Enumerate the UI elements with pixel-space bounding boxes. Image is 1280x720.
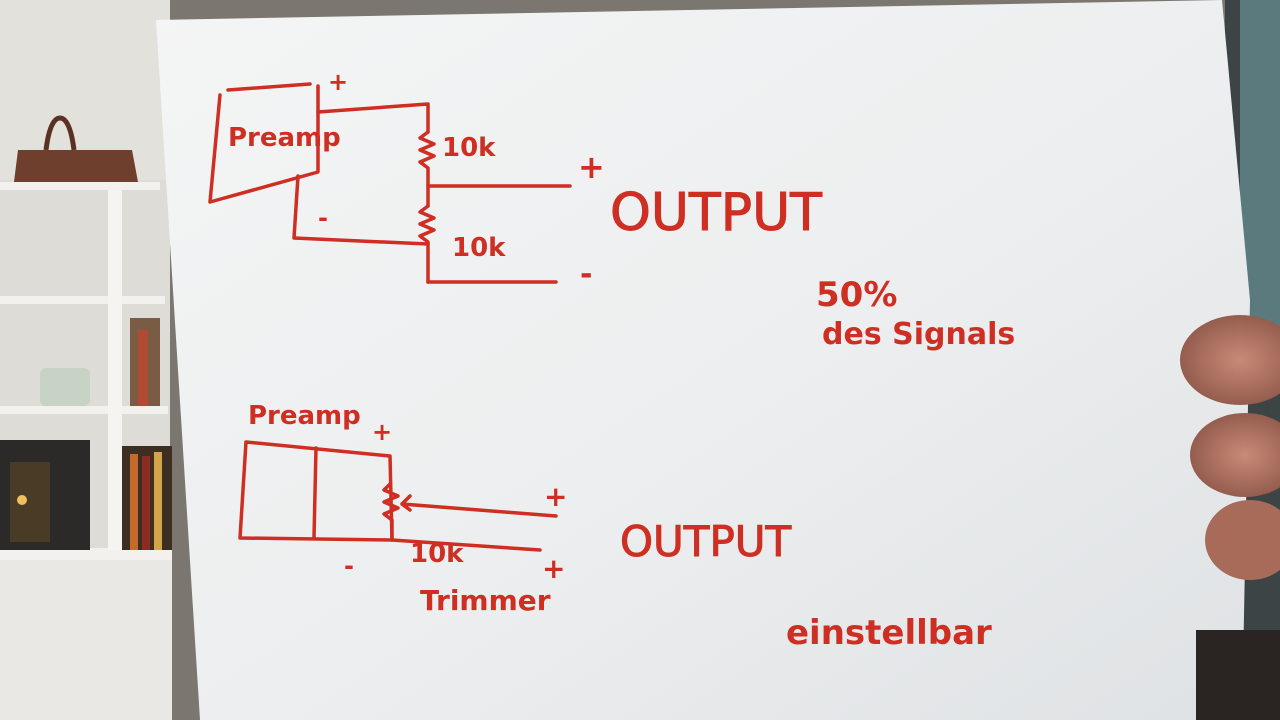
output-line-minus-bottom: [390, 538, 542, 552]
resistor-upper: [418, 130, 436, 208]
output-label-top: OUTPUT: [610, 183, 822, 243]
preamp-label-bottom: Preamp: [248, 401, 361, 431]
minus-terminal-bottom: -: [344, 552, 354, 580]
plus-terminal-bottom: +: [372, 418, 392, 446]
note-signal: des Signals: [822, 317, 1015, 352]
output-minus-top: -: [580, 257, 592, 292]
plus-terminal-top: +: [328, 68, 348, 96]
bookshelf: [0, 115, 172, 720]
resistor-lower: [418, 204, 436, 284]
output-label-bottom: OUTPUT: [620, 517, 792, 566]
paper-sheet: [156, 0, 1250, 720]
positive-rail-top: [316, 102, 430, 134]
output-plus-bottom: +: [544, 480, 567, 513]
trimmer-resistor: [382, 482, 400, 542]
output-plus-top: +: [578, 148, 605, 186]
minus-terminal-top: -: [318, 204, 328, 232]
negative-rail-top: [292, 174, 430, 246]
hand: [1180, 315, 1280, 720]
note-adjustable: einstellbar: [786, 613, 992, 653]
trimmer-wiper: [400, 494, 558, 518]
circuit-bottom: [238, 440, 558, 552]
preamp-label-top: Preamp: [228, 123, 341, 153]
resistor-lower-label: 10k: [452, 233, 506, 263]
output-minus-bottom: +: [542, 552, 565, 585]
trimmer-value-label: 10k: [410, 539, 464, 569]
circuit-top: [208, 82, 572, 284]
trimmer-name-label: Trimmer: [420, 584, 551, 617]
preamp-block-top: [208, 82, 320, 204]
note-percentage: 50%: [816, 275, 897, 315]
resistor-upper-label: 10k: [442, 133, 496, 163]
